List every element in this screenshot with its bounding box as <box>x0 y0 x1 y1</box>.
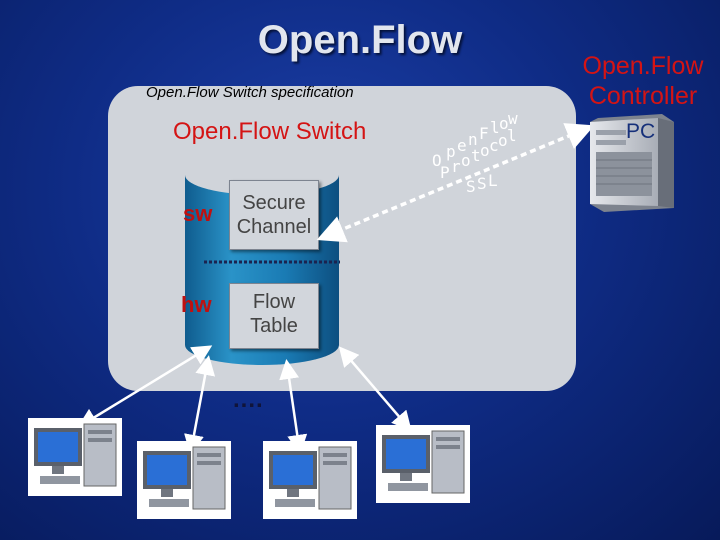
protocol-char: O <box>432 151 442 170</box>
protocol-char: p <box>446 142 456 161</box>
protocol-char: l <box>490 118 500 137</box>
secure-channel-box[interactable]: Secure Channel <box>229 180 319 250</box>
flow-table-line-1: Flow <box>252 291 296 313</box>
host-pc-icon[interactable] <box>28 418 122 496</box>
secure-channel-link-arrow <box>316 123 595 243</box>
host-pc-icon[interactable] <box>263 441 357 519</box>
pc-label: PC <box>626 120 656 143</box>
secure-channel-line-1: Secure <box>242 192 306 214</box>
host-link-3 <box>279 359 308 455</box>
hw-label: hw <box>181 292 212 317</box>
protocol-char: n <box>468 130 478 149</box>
ssl-char: L <box>488 171 498 190</box>
protocol-char: o <box>498 131 508 150</box>
host-pc-icon[interactable] <box>376 425 470 503</box>
protocol-char: P <box>440 163 450 182</box>
secure-channel-line-2: Channel <box>236 216 312 238</box>
protocol-char: l <box>507 126 517 145</box>
controller-server-icon[interactable] <box>584 112 680 212</box>
controller-label: Open.Flow Controller <box>568 51 718 111</box>
host-link-4 <box>338 346 412 432</box>
ssl-char: S <box>466 177 476 196</box>
protocol-char: o <box>499 114 509 133</box>
switch-specification-label: Open.Flow Switch specification <box>146 84 354 101</box>
host-pc-icon[interactable] <box>137 441 231 519</box>
more-hosts-ellipsis: .... <box>233 386 264 413</box>
protocol-char: o <box>480 141 490 160</box>
protocol-char: c <box>489 136 499 155</box>
protocol-char: r <box>451 157 461 176</box>
sw-label: sw <box>183 201 213 226</box>
flow-table-box[interactable]: Flow Table <box>229 283 319 349</box>
protocol-char: e <box>457 136 467 155</box>
flow-table-line-2: Table <box>250 315 298 337</box>
host-link-2 <box>184 355 216 455</box>
ssl-char: S <box>477 174 487 193</box>
slide-title: Open.Flow <box>257 18 463 62</box>
protocol-char: F <box>479 124 489 143</box>
protocol-char: t <box>471 146 481 165</box>
controller-label-line-2: Controller <box>588 82 698 110</box>
controller-label-line-1: Open.Flow <box>582 52 704 80</box>
protocol-char: w <box>508 109 518 128</box>
protocol-char: o <box>461 151 471 170</box>
